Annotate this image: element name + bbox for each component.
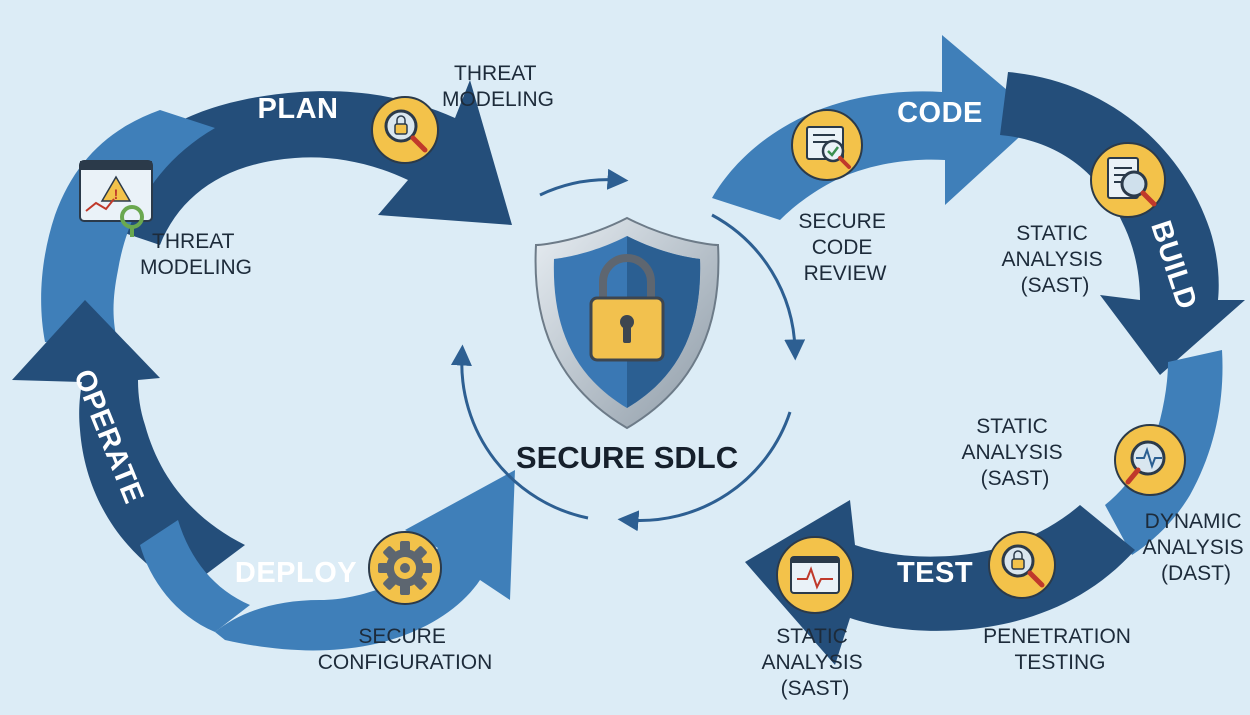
center-cycle: [450, 168, 806, 532]
dynamic-analysis-note: DYNAMIC ANALYSIS (DAST): [1143, 510, 1250, 585]
warning-monitor-icon: !: [79, 160, 153, 237]
code-review-icon: [791, 109, 863, 181]
plan-threat-modeling-note: THREAT MODELING: [442, 62, 554, 111]
penetration-testing-note: PENETRATION TESTING: [983, 625, 1137, 674]
test-lock-magnifier-icon: [988, 531, 1056, 599]
stage-deploy-label: DEPLOY: [235, 557, 357, 589]
secure-code-review-note: SECURE CODE REVIEW: [798, 210, 891, 285]
code-arrow: [712, 35, 1040, 220]
gear-icon: [368, 531, 442, 605]
shield-lock-icon: [534, 216, 720, 430]
operate-arrow: [12, 300, 245, 590]
stage-code-label: CODE: [897, 97, 983, 129]
pulse-monitor-icon: [776, 536, 854, 614]
right-sast-note: STATIC ANALYSIS (SAST): [962, 415, 1069, 490]
svg-text:!: !: [114, 186, 119, 202]
diagram-title: SECURE SDLC: [516, 440, 738, 475]
document-magnifier-icon: [1090, 142, 1166, 218]
stage-plan-label: PLAN: [258, 93, 339, 125]
build-arrow: [1000, 72, 1245, 375]
pulse-magnifier-icon: [1114, 424, 1186, 496]
test-sast-note: STATIC ANALYSIS (SAST): [762, 625, 869, 700]
plan-lock-magnifier-icon: [371, 96, 439, 164]
deploy-arrow: [140, 470, 515, 651]
stage-test-label: TEST: [897, 557, 973, 589]
build-sast-note: STATIC ANALYSIS (SAST): [1002, 222, 1109, 297]
secure-configuration-note: SECURE CONFIGURATION: [318, 625, 493, 674]
left-threat-modeling-note: THREAT MODELING: [140, 230, 252, 279]
